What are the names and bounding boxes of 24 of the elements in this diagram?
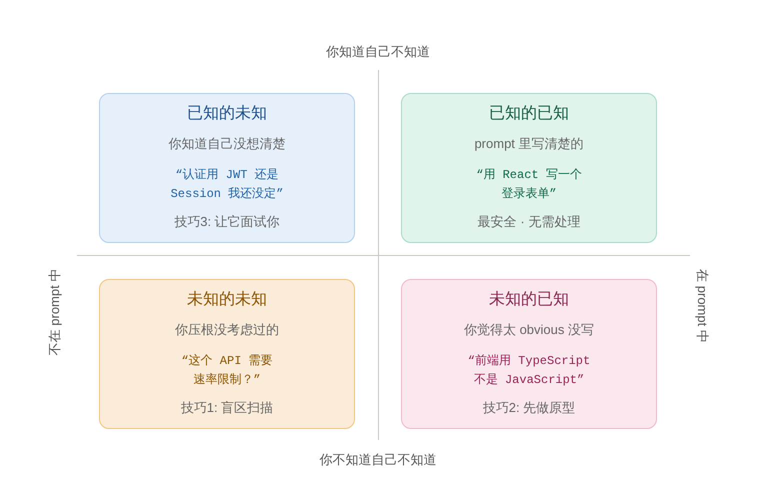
tip-text: 最安全 · 无需处理 [478, 213, 580, 231]
axis-label: 你知道自己不知道 [326, 43, 430, 61]
axis-label: 在 prompt 中 [694, 269, 711, 343]
tip-text: 技巧2: 先做原型 [482, 399, 576, 417]
quadrant-subtitle: 你知道自己没想清楚 [168, 135, 286, 153]
quadrant-title: 未知的未知 [187, 290, 267, 310]
example-quote: “这个 API 需要速率限制？” [180, 353, 274, 389]
quadrant-subtitle: 你觉得太 obvious 没写 [464, 321, 594, 339]
tip-text: 技巧3: 让它面试你 [174, 213, 280, 231]
quadrant-title: 已知的未知 [187, 104, 267, 124]
quadrant-subtitle: 你压根没考虑过的 [175, 321, 279, 339]
quadrant-card [401, 279, 657, 429]
quadrant-title: 未知的已知 [489, 290, 569, 310]
quadrant-subtitle: prompt 里写清楚的 [474, 135, 584, 153]
quadrant-title: 已知的已知 [489, 104, 569, 124]
tip-text: 技巧1: 盲区扫描 [180, 399, 274, 417]
axis-label: 你不知道自己不知道 [320, 451, 436, 469]
quadrant-card [401, 93, 657, 243]
example-quote: “前端用 TypeScript 不是 JavaScript” [466, 353, 592, 389]
example-quote: “认证用 JWT 还是 Session 我还没定” [170, 167, 284, 203]
quadrant-card [99, 93, 355, 243]
axis-label: 不在 prompt 中 [46, 268, 63, 356]
quadrant-card [99, 279, 355, 429]
example-quote: “用 React 写一个登录表单” [475, 167, 583, 203]
